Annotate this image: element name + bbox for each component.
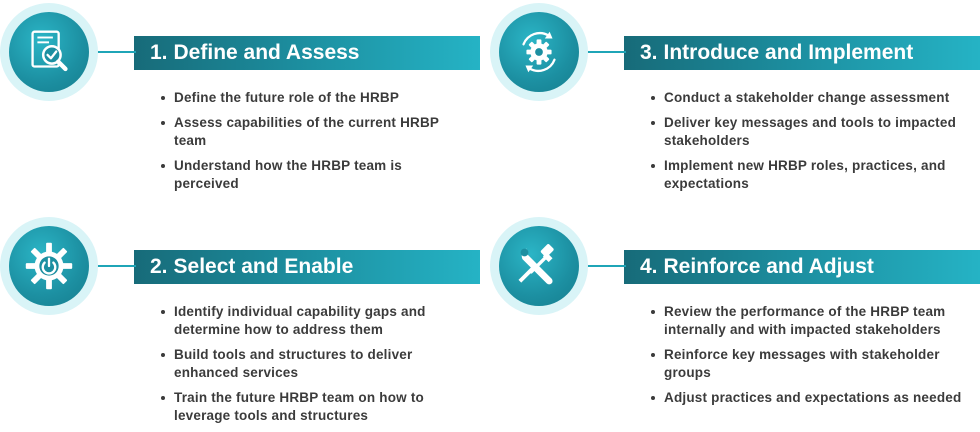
- power-gear-icon: [25, 242, 73, 290]
- step-3-number: 3.: [640, 41, 658, 64]
- step-3-title: Introduce and Implement: [663, 41, 914, 64]
- step-1-bullets: Define the future role of the HRBP Asses…: [160, 89, 460, 200]
- step-4-bullets: Review the performance of the HRBP team …: [650, 303, 970, 414]
- step-2-connector: [94, 265, 136, 267]
- step-3: 3.Introduce and Implement Conduct a stak…: [490, 0, 980, 214]
- step-1-icon-circle: [9, 12, 89, 92]
- bullet-item: Implement new HRBP roles, practices, and…: [650, 157, 970, 193]
- step-3-bullets: Conduct a stakeholder change assessment …: [650, 89, 970, 200]
- document-magnifier-icon: [31, 30, 68, 72]
- step-2: 2.Select and Enable Identify individual …: [0, 214, 490, 428]
- step-1-banner: 1.Define and Assess: [134, 36, 480, 70]
- step-4-icon-circle: [499, 226, 579, 306]
- step-2-number: 2.: [150, 255, 168, 278]
- step-4-icon-halo: [490, 217, 588, 315]
- bullet-item: Train the future HRBP team on how to lev…: [160, 389, 460, 425]
- step-3-banner: 3.Introduce and Implement: [624, 36, 980, 70]
- bullet-item: Understand how the HRBP team is perceive…: [160, 157, 460, 193]
- step-2-title: Select and Enable: [173, 255, 354, 278]
- bullet-item: Assess capabilities of the current HRBP …: [160, 114, 460, 150]
- bullet-item: Adjust practices and expectations as nee…: [650, 389, 970, 407]
- wrench-screwdriver-icon: [518, 244, 554, 285]
- step-3-connector: [584, 51, 626, 53]
- step-4-banner: 4.Reinforce and Adjust: [624, 250, 980, 284]
- step-2-icon-circle: [9, 226, 89, 306]
- step-1: 1.Define and Assess Define the future ro…: [0, 0, 490, 214]
- step-1-title: Define and Assess: [173, 41, 360, 64]
- bullet-item: Deliver key messages and tools to impact…: [650, 114, 970, 150]
- step-2-bullets: Identify individual capability gaps and …: [160, 303, 460, 432]
- step-1-connector: [94, 51, 136, 53]
- bullet-item: Review the performance of the HRBP team …: [650, 303, 970, 339]
- step-2-banner: 2.Select and Enable: [134, 250, 480, 284]
- step-1-icon-halo: [0, 3, 98, 101]
- step-4-title: Reinforce and Adjust: [663, 255, 874, 278]
- step-2-icon-halo: [0, 217, 98, 315]
- bullet-item: Identify individual capability gaps and …: [160, 303, 460, 339]
- gear-cycle-icon: [522, 31, 556, 73]
- step-4: 4.Reinforce and Adjust Review the perfor…: [490, 214, 980, 428]
- step-4-number: 4.: [640, 255, 658, 278]
- bullet-item: Reinforce key messages with stakeholder …: [650, 346, 970, 382]
- bullet-item: Conduct a stakeholder change assessment: [650, 89, 970, 107]
- step-1-number: 1.: [150, 41, 168, 64]
- bullet-item: Define the future role of the HRBP: [160, 89, 460, 107]
- bullet-item: Build tools and structures to deliver en…: [160, 346, 460, 382]
- step-4-connector: [584, 265, 626, 267]
- step-3-icon-circle: [499, 12, 579, 92]
- step-3-icon-halo: [490, 3, 588, 101]
